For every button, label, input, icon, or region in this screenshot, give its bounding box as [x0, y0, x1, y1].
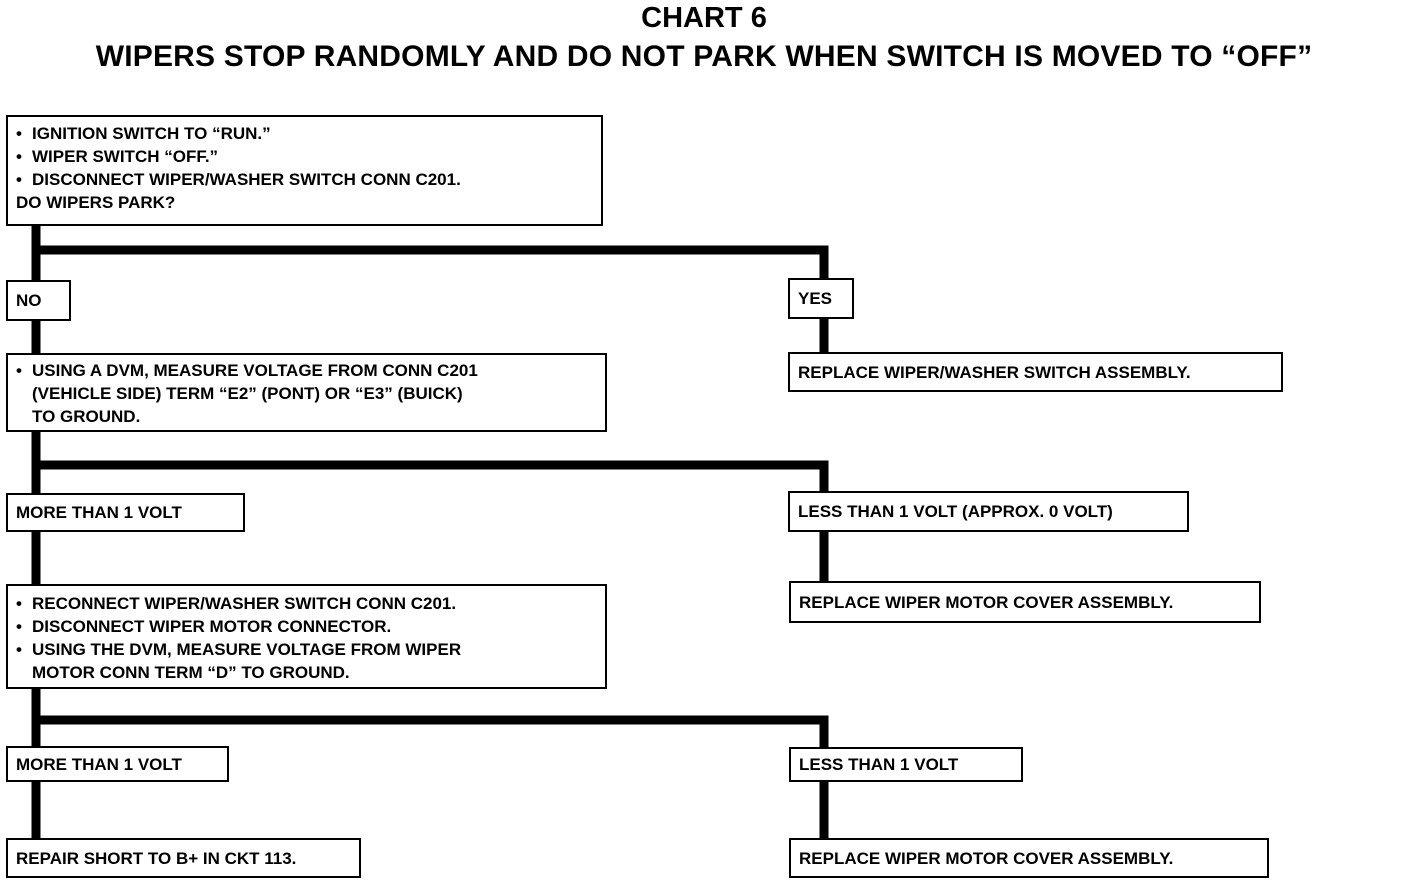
step3-bullet: USING THE DVM, MEASURE VOLTAGE FROM WIPE…	[16, 638, 597, 661]
step2-less-action-box: REPLACE WIPER MOTOR COVER ASSEMBLY.	[789, 581, 1261, 623]
step2-less-label: LESS THAN 1 VOLT (APPROX. 0 VOLT)	[798, 502, 1113, 521]
step3-box: RECONNECT WIPER/WASHER SWITCH CONN C201.…	[6, 584, 607, 689]
step1-bullet: WIPER SWITCH “OFF.”	[16, 145, 593, 168]
chart-title: WIPERS STOP RANDOMLY AND DO NOT PARK WHE…	[95, 40, 1313, 73]
step1-yes-label: YES	[798, 289, 833, 308]
step2-bullet: USING A DVM, MEASURE VOLTAGE FROM CONN C…	[16, 359, 597, 382]
step2-continuation-line: (VEHICLE SIDE) TERM “E2” (PONT) OR “E3” …	[32, 384, 463, 403]
step3-more-action-box: REPAIR SHORT TO B+ IN CKT 113.	[6, 838, 361, 878]
step1-bullet: DISCONNECT WIPER/WASHER SWITCH CONN C201…	[16, 168, 593, 191]
step3-more-box: MORE THAN 1 VOLT	[6, 746, 229, 782]
step1-box: IGNITION SWITCH TO “RUN.” WIPER SWITCH “…	[6, 115, 603, 226]
step1-no-label: NO	[16, 291, 42, 310]
step3-less-action-box: REPLACE WIPER MOTOR COVER ASSEMBLY.	[789, 838, 1269, 878]
step2-less-box: LESS THAN 1 VOLT (APPROX. 0 VOLT)	[788, 491, 1189, 532]
step2-more-label: MORE THAN 1 VOLT	[16, 503, 182, 522]
connector-step1-yes	[32, 245, 829, 278]
step1-question: DO WIPERS PARK?	[16, 193, 176, 212]
step1-yes-action-box: REPLACE WIPER/WASHER SWITCH ASSEMBLY.	[788, 352, 1283, 392]
step2-continuation-line: TO GROUND.	[32, 407, 141, 426]
step1-no-box: NO	[6, 280, 71, 321]
step3-more-action-label: REPAIR SHORT TO B+ IN CKT 113.	[16, 848, 297, 868]
connector-step2-less	[32, 460, 829, 492]
connector-step3-less	[32, 715, 829, 748]
chart-number: CHART 6	[641, 2, 767, 34]
step3-continuation-line: MOTOR CONN TERM “D” TO GROUND.	[32, 663, 350, 682]
step2-box: USING A DVM, MEASURE VOLTAGE FROM CONN C…	[6, 353, 607, 432]
step1-yes-box: YES	[788, 278, 854, 319]
step2-less-action-label: REPLACE WIPER MOTOR COVER ASSEMBLY.	[799, 592, 1174, 612]
step1-yes-action-label: REPLACE WIPER/WASHER SWITCH ASSEMBLY.	[798, 362, 1191, 382]
step2-more-box: MORE THAN 1 VOLT	[6, 493, 245, 532]
step3-bullet: DISCONNECT WIPER MOTOR CONNECTOR.	[16, 615, 597, 638]
step3-less-action-label: REPLACE WIPER MOTOR COVER ASSEMBLY.	[799, 848, 1174, 868]
step3-less-label: LESS THAN 1 VOLT	[799, 755, 959, 774]
step3-more-label: MORE THAN 1 VOLT	[16, 754, 182, 774]
step1-bullet: IGNITION SWITCH TO “RUN.”	[16, 122, 593, 145]
step3-bullet: RECONNECT WIPER/WASHER SWITCH CONN C201.	[16, 592, 597, 615]
step3-less-box: LESS THAN 1 VOLT	[789, 747, 1023, 782]
